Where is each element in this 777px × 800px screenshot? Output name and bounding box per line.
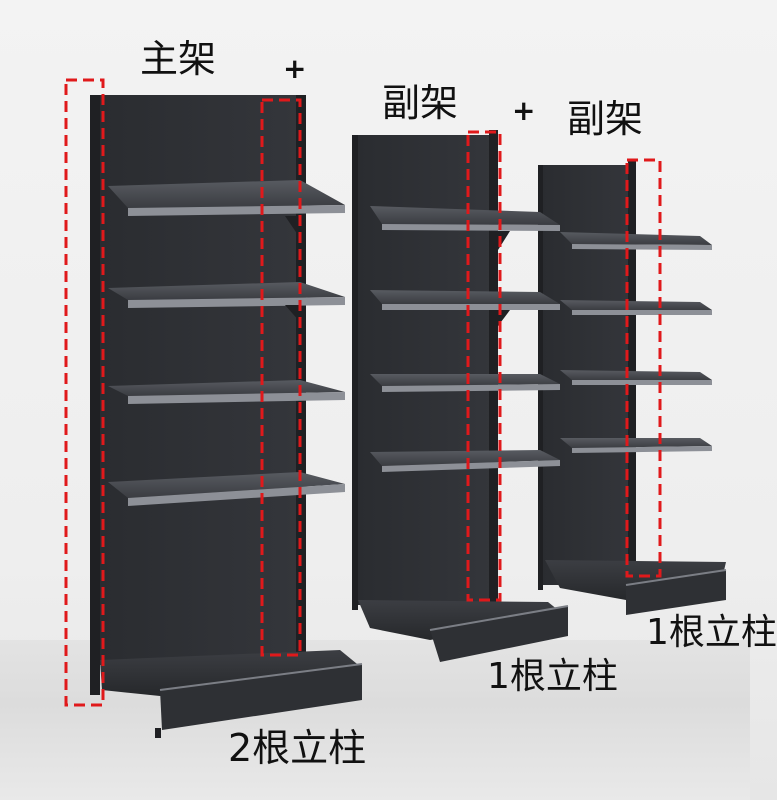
main-frame-shelf [108, 472, 345, 506]
sub-frame-1-post-highlight [466, 130, 502, 602]
sub-frame-1-shelf [370, 450, 560, 472]
plus-sign: + [283, 52, 307, 85]
sub-frame-2-shelf [560, 370, 712, 385]
sub-frame-1-shelf [370, 374, 560, 392]
sub-frame-label: 副架 [382, 81, 459, 125]
main-frame-right-post-highlight [260, 98, 302, 657]
sub-frame-1-base [358, 600, 569, 662]
sub-frame-2-posts-caption: 1根立柱 [646, 612, 777, 653]
sub-frame-2-base [545, 560, 727, 615]
sub-frame-2-shelf [560, 438, 712, 453]
sub-frame-2-shelf [560, 300, 712, 315]
plus-sign: + [512, 94, 536, 127]
main-frame-label: 主架 [140, 37, 217, 81]
main-frame-shelf [108, 282, 345, 322]
sub-frame-1-unit [352, 130, 569, 662]
main-frame-posts-caption: 2根立柱 [228, 726, 367, 770]
main-frame-unit [90, 95, 363, 738]
sub-frame-1-shelf [370, 206, 560, 250]
main-frame-shelf [108, 380, 345, 404]
sub-frame-2-post-highlight [625, 158, 662, 578]
sub-frame-label: 副架 [567, 97, 644, 141]
sub-frame-2-shelf [560, 232, 712, 250]
shelving-illustration [64, 78, 727, 738]
sub-frame-2-unit [538, 160, 727, 615]
main-frame-left-post-highlight [64, 78, 105, 707]
main-frame-shelf [108, 180, 345, 238]
sub-frame-1-posts-caption: 1根立柱 [487, 656, 618, 697]
main-frame-base [100, 650, 363, 738]
